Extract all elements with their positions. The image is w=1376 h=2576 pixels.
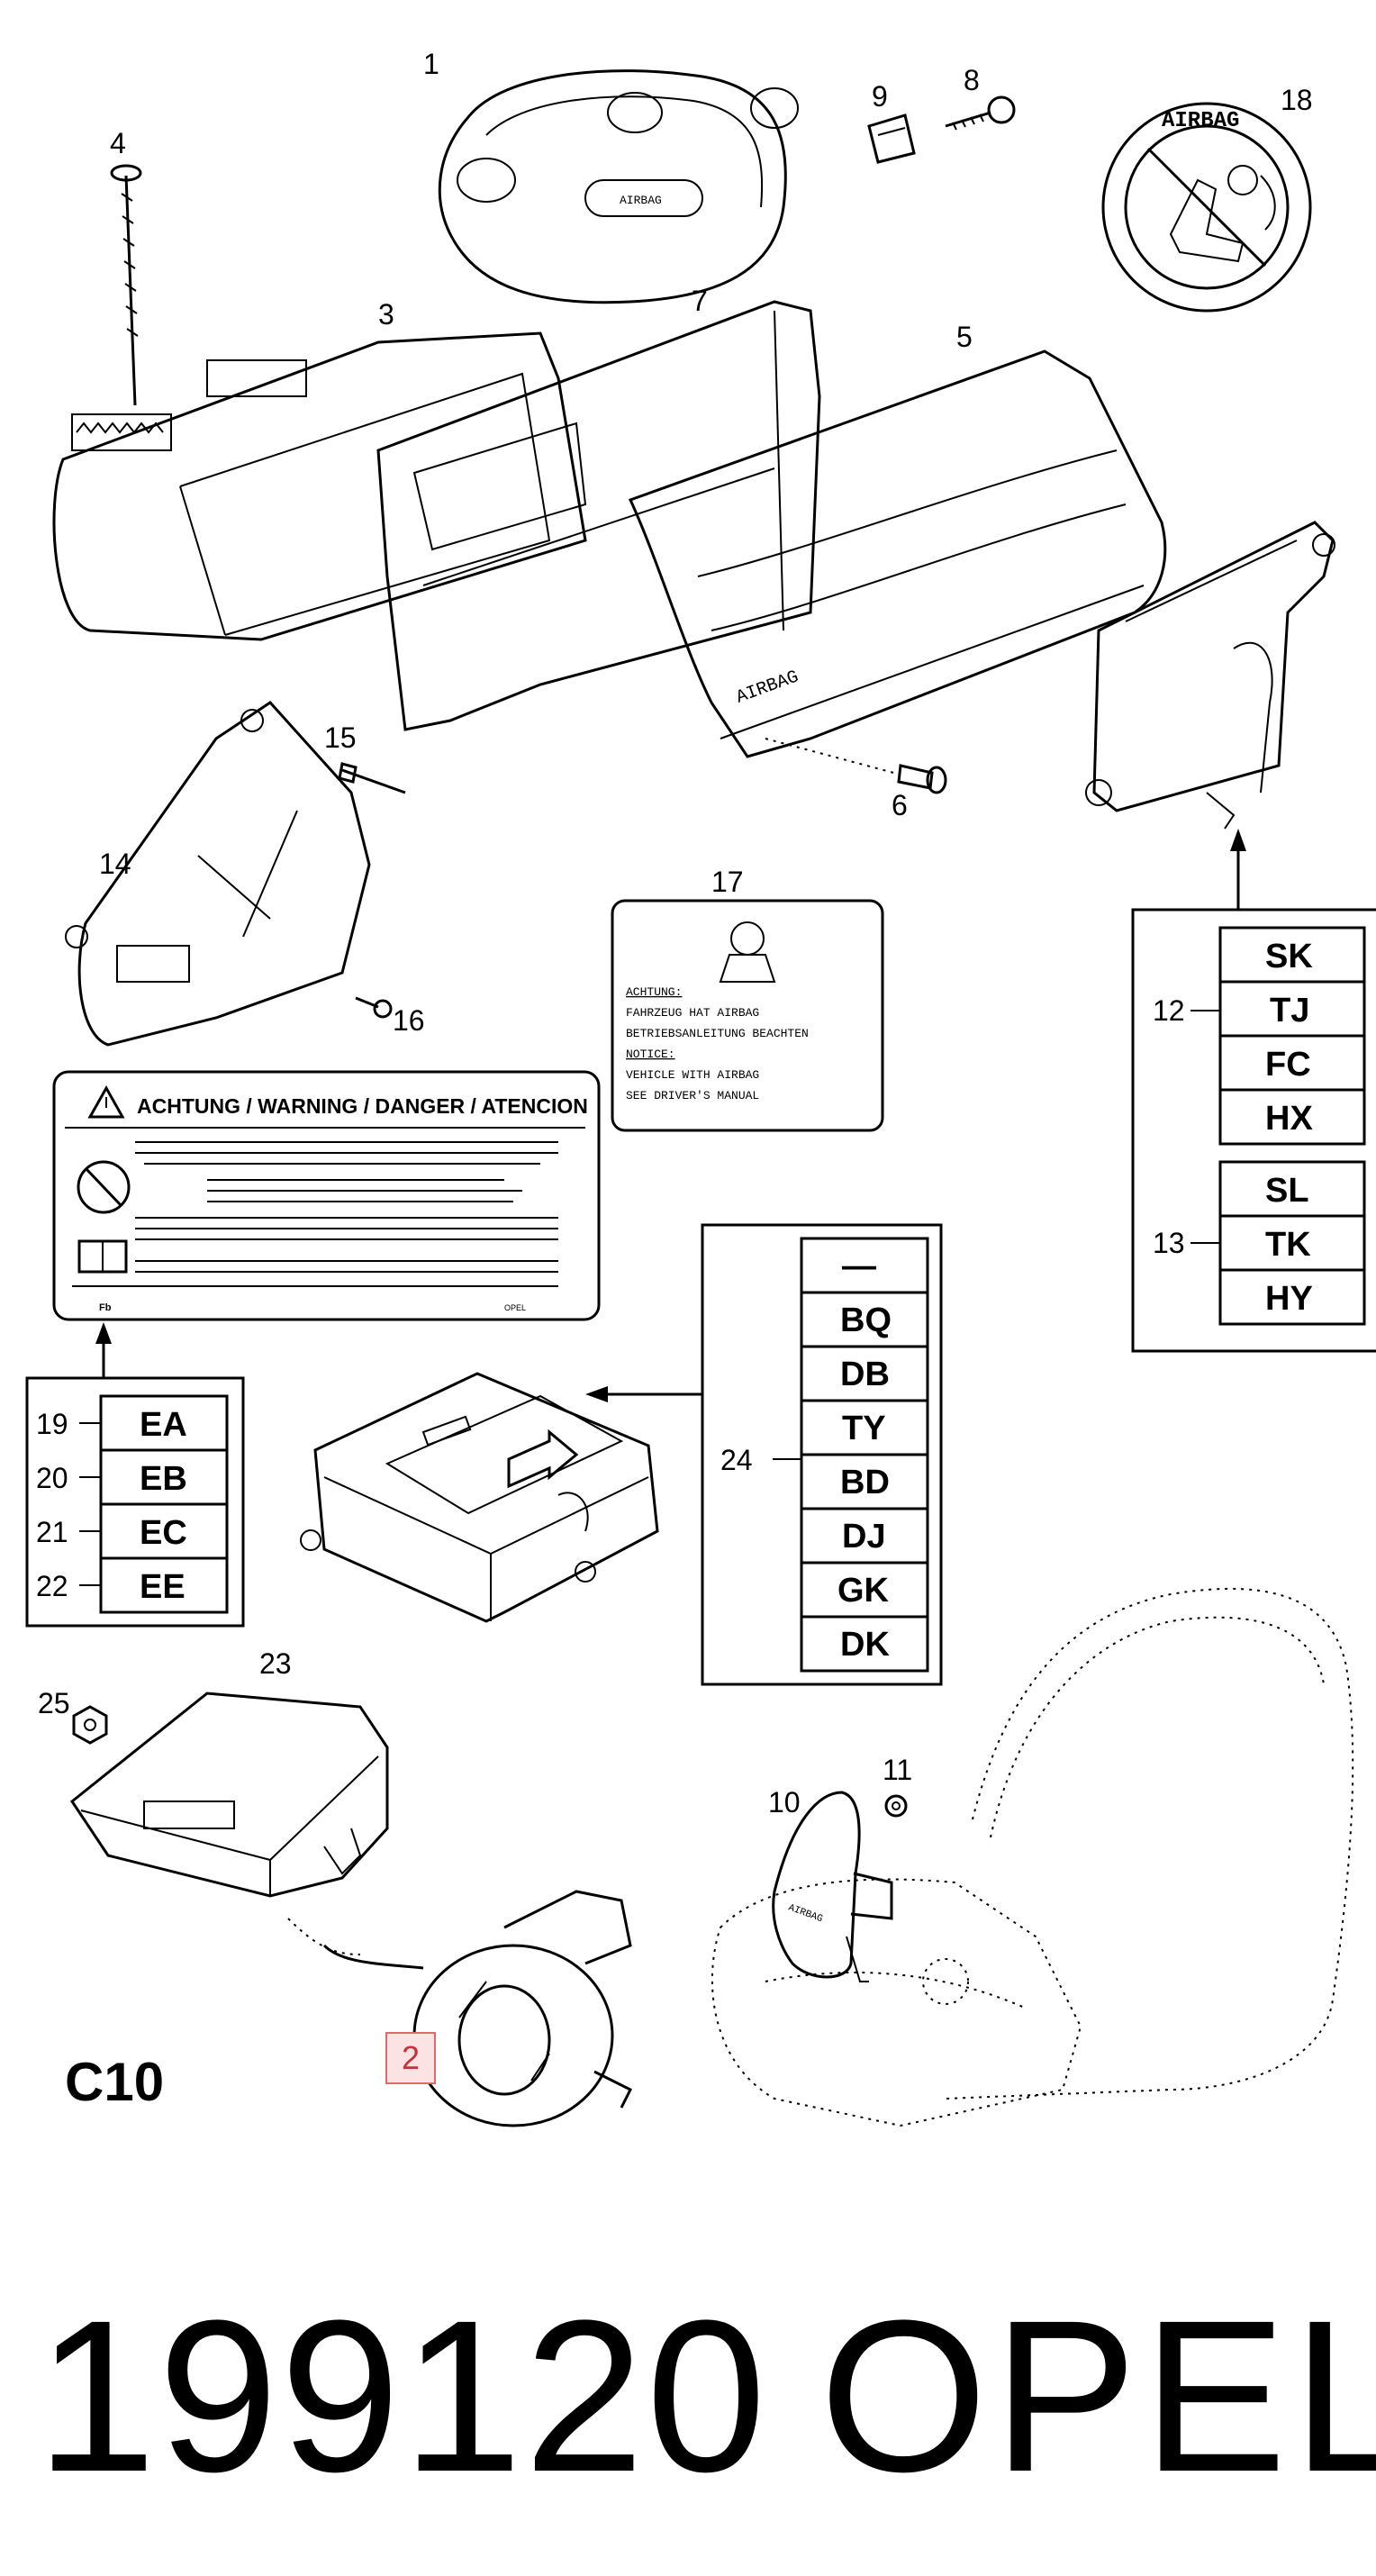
- part-14-bracket: [65, 701, 371, 1047]
- callout-19: 19: [36, 1408, 68, 1440]
- warning-label: ACHTUNG / WARNING / DANGER / ATENCION Fb…: [52, 1070, 601, 1321]
- warning-title: ACHTUNG / WARNING / DANGER / ATENCION: [137, 1094, 588, 1118]
- code-12-1: SK: [1265, 938, 1313, 975]
- notice-line-5: VEHICLE WITH AIRBAG: [626, 1068, 759, 1082]
- callout-22: 22: [36, 1570, 68, 1602]
- code-12-2: TJ: [1270, 992, 1309, 1029]
- callout-3: 3: [378, 298, 394, 331]
- part-8-screw: [945, 95, 1016, 131]
- callout-5: 5: [956, 321, 973, 353]
- callout-14: 14: [99, 848, 131, 880]
- callout-9: 9: [872, 80, 888, 113]
- callout-1: 1: [423, 48, 439, 80]
- part-9-clip: [867, 113, 916, 164]
- code-21: EC: [140, 1514, 187, 1552]
- warning-text-lines: [72, 1141, 558, 1287]
- callout-8: 8: [964, 64, 980, 96]
- notice-line-3: BETRIEBSANLEITUNG BEACHTEN: [626, 1027, 809, 1040]
- code-20: EB: [140, 1460, 187, 1498]
- part-7-frame: [376, 300, 821, 731]
- code-12-3: FC: [1265, 1046, 1311, 1084]
- callout-2-highlighted[interactable]: 2: [385, 2032, 436, 2084]
- code-12-4: HX: [1265, 1100, 1313, 1138]
- callout-24: 24: [720, 1444, 753, 1476]
- notice-line-1: ACHTUNG:: [626, 985, 682, 999]
- part-17-notice-label: ACHTUNG: FAHRZEUG HAT AIRBAG BETRIEBSANL…: [611, 899, 884, 1132]
- reference-number: 199120: [36, 2275, 768, 2517]
- notice-line-6: SEE DRIVER'S MANUAL: [626, 1089, 759, 1102]
- seat-outline: [711, 1588, 1354, 2127]
- callout-12: 12: [1153, 994, 1185, 1027]
- callout-23: 23: [259, 1647, 292, 1680]
- cover-airbag-text: AIRBAG: [734, 667, 802, 708]
- callout-4: 4: [110, 127, 126, 159]
- code-13-2: TK: [1265, 1226, 1311, 1264]
- code-24-6: DJ: [842, 1518, 886, 1556]
- part-15-pin: [338, 762, 406, 794]
- code-22: EE: [140, 1568, 186, 1606]
- callout-6: 6: [892, 789, 908, 821]
- callout-17: 17: [711, 866, 744, 898]
- callout-7: 7: [692, 285, 708, 317]
- part-11-nut: [884, 1794, 908, 1818]
- callout-20: 20: [36, 1462, 68, 1494]
- callout-13: 13: [1153, 1227, 1185, 1259]
- code-table-24: — BQ DB TY BD DJ GK DK: [701, 1223, 943, 1686]
- sticker-airbag-text: AIRBAG: [1162, 109, 1239, 133]
- part-10-side-airbag: AIRBAG: [772, 1791, 893, 1982]
- part-2-clock-spring: [287, 1890, 633, 2127]
- arrow-to-side-sensor: [1230, 829, 1246, 910]
- callout-18: 18: [1281, 84, 1313, 116]
- notice-line-2: FAHRZEUG HAT AIRBAG: [626, 1006, 759, 1020]
- callout-10: 10: [768, 1786, 801, 1819]
- part-23-sensor: [69, 1692, 389, 1898]
- brand-name: OPEL: [819, 2275, 1376, 2517]
- callout-16: 16: [393, 1004, 425, 1037]
- part-18-airbag-sticker: AIRBAG: [1101, 102, 1312, 313]
- part-4-screw: [110, 164, 142, 406]
- callout-15: 15: [324, 721, 357, 754]
- code-24-8: DK: [840, 1626, 890, 1664]
- part-6-screw: [765, 738, 947, 794]
- warning-footer-left: Fb: [99, 1302, 112, 1313]
- code-24-5: BD: [840, 1464, 890, 1501]
- arrow-to-control-unit: [585, 1386, 702, 1402]
- part-25-nut: [72, 1705, 108, 1745]
- code-19: EA: [140, 1406, 187, 1444]
- warning-footer-right: OPEL: [504, 1303, 526, 1312]
- code-24-3: DB: [840, 1356, 890, 1393]
- callout-21: 21: [36, 1516, 68, 1548]
- part-16-screw: [355, 996, 393, 1019]
- side-bag-airbag-text: AIRBAG: [787, 1902, 824, 1925]
- code-24-1: —: [842, 1247, 876, 1285]
- notice-line-4: NOTICE:: [626, 1048, 675, 1061]
- callout-25: 25: [38, 1687, 70, 1719]
- part-1-steering-airbag-pad: AIRBAG: [438, 69, 799, 304]
- code-table-12-13: SK TJ FC HX SL TK HY: [1131, 908, 1376, 1353]
- code-table-19-22: EA EB EC EE: [25, 1376, 245, 1628]
- code-13-3: HY: [1265, 1280, 1313, 1318]
- part-5-airbag-cover: AIRBAG: [628, 349, 1167, 758]
- figure-code: C10: [65, 2052, 165, 2112]
- pad-airbag-text: AIRBAG: [620, 194, 662, 207]
- code-13-1: SL: [1265, 1172, 1309, 1210]
- part-24-control-unit: [300, 1372, 659, 1623]
- code-24-4: TY: [842, 1410, 886, 1447]
- side-sensor-unit: [1085, 521, 1335, 830]
- arrow-to-warning-label: [95, 1322, 112, 1378]
- code-24-2: BQ: [840, 1302, 892, 1339]
- callout-11: 11: [883, 1754, 912, 1786]
- code-24-7: GK: [837, 1572, 890, 1610]
